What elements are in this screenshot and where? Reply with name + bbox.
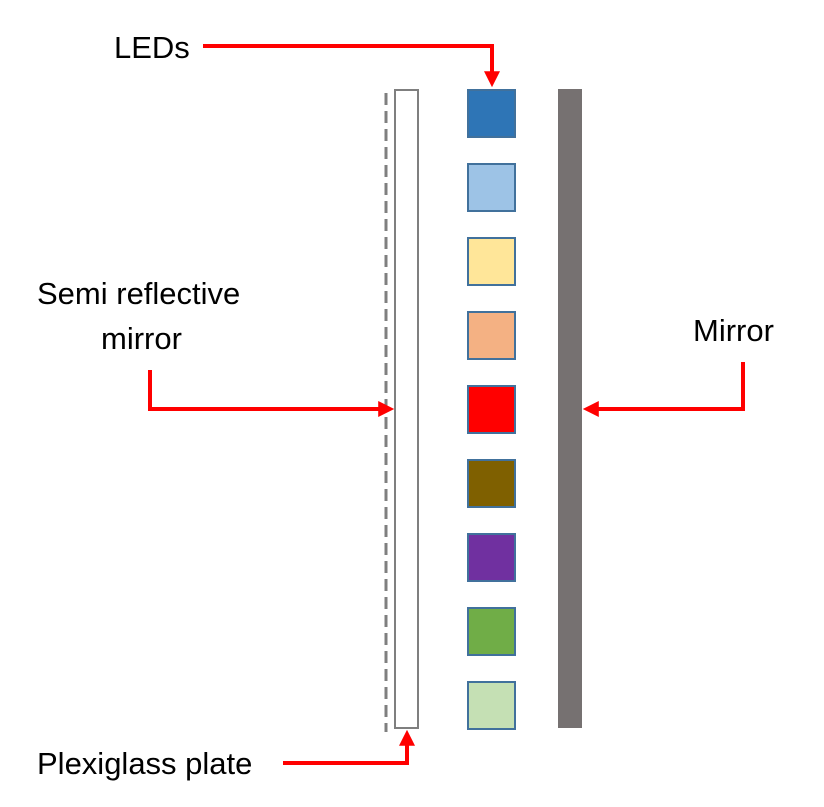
plexiglass-arrow [283,729,415,765]
led-5 [467,385,516,434]
label-leds: LEDs [114,30,190,65]
mirror-bar [558,89,582,728]
led-3 [467,237,516,286]
mirror-arrow [582,362,745,417]
plexiglass-plate [394,89,419,729]
label-semi-reflective: Semi reflective [37,276,241,311]
semi-mirror-arrow [148,370,395,417]
label-plexiglass-plate: Plexiglass plate [37,746,253,781]
leds-arrow [203,44,500,88]
led-7 [467,533,516,582]
led-1 [467,89,516,138]
led-9 [467,681,516,730]
led-8 [467,607,516,656]
label-mirror: Mirror [693,313,774,348]
label-semi-mirror: mirror [101,321,182,356]
led-4 [467,311,516,360]
led-6 [467,459,516,508]
led-2 [467,163,516,212]
